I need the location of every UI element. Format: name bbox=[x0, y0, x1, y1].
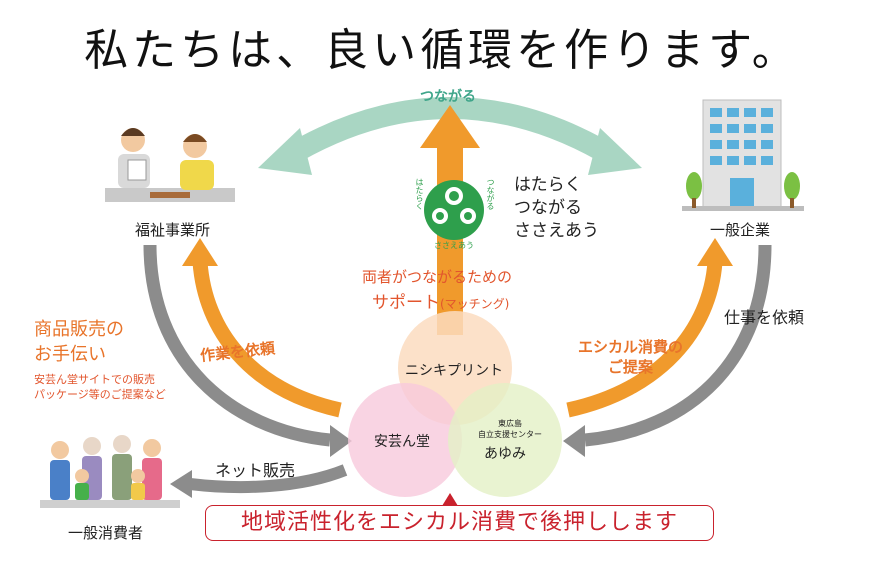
sales-help-line-2: お手伝い bbox=[34, 344, 106, 365]
consumer-label: 一般消費者 bbox=[68, 524, 144, 542]
support-text-2: サポート(マッチング) bbox=[372, 288, 509, 313]
support-text-1: 両者がつながるための bbox=[362, 268, 513, 286]
akigeando-circle bbox=[348, 383, 462, 497]
ayumi-circle bbox=[448, 383, 562, 497]
company-building-icon bbox=[682, 99, 804, 211]
connect-label: つながる bbox=[420, 89, 476, 105]
connect-arrow-head-right bbox=[588, 128, 642, 175]
logo-ring-left: はたらく bbox=[415, 178, 424, 210]
work-request-left-arrow bbox=[192, 261, 342, 418]
sales-help-note-1: 安芸ん堂サイトでの販売 bbox=[34, 373, 155, 386]
support-sub: (マッチング) bbox=[440, 297, 510, 311]
consumers-illustration bbox=[40, 435, 180, 508]
welfare-office-label: 福祉事業所 bbox=[135, 221, 211, 239]
ayumi-sub-2: 自立支援センター bbox=[478, 430, 542, 439]
company-to-ayumi-arrow bbox=[584, 244, 772, 447]
support-arrow-head bbox=[420, 105, 480, 148]
ethical-proposal-label: エシカル消費の ご提案 bbox=[578, 337, 683, 377]
sales-help-note-2: パッケージ等のご提案など bbox=[34, 388, 166, 401]
logo-tagline: はたらく つながる ささえあう bbox=[514, 174, 599, 243]
page-title: 私たちは、良い循環を作ります。 bbox=[84, 25, 800, 76]
ethical-proposal-arrow bbox=[566, 261, 723, 418]
ethical-line-1: エシカル消費の bbox=[578, 338, 684, 356]
welfare-workers-illustration bbox=[105, 128, 235, 202]
work-request-right-label: 仕事を依頼 bbox=[724, 308, 805, 327]
hataraku-logo-icon bbox=[424, 180, 484, 240]
tagline-line-1: はたらく bbox=[514, 175, 582, 195]
slogan-text: 地域活性化をエシカル消費で後押しします bbox=[240, 510, 678, 535]
sales-help-line-1: 商品販売の bbox=[34, 319, 124, 340]
ayumi-sub-1: 東広島 bbox=[498, 419, 522, 428]
support-arrow-shaft bbox=[437, 145, 463, 335]
ethical-line-2: ご提案 bbox=[608, 358, 654, 376]
tagline-line-2: つながる bbox=[514, 198, 582, 218]
slogan-banner: 地域活性化をエシカル消費で後押しします bbox=[205, 505, 714, 541]
logo-ring-right: つながる bbox=[486, 178, 495, 210]
support-main: サポート bbox=[372, 293, 440, 313]
akigeando-label: 安芸ん堂 bbox=[374, 434, 430, 450]
welfare-to-akigeando-arrow bbox=[143, 244, 331, 447]
ayumi-sub-label: 東広島 自立支援センター bbox=[470, 418, 550, 440]
sales-help-notes: 安芸ん堂サイトでの販売 パッケージ等のご提案など bbox=[34, 372, 166, 402]
connect-arrow-head-left bbox=[258, 128, 312, 175]
company-label: 一般企業 bbox=[710, 221, 771, 239]
logo-ring-bottom: ささえあう bbox=[434, 241, 474, 250]
net-sales-arrow bbox=[189, 464, 348, 494]
ayumi-label: あゆみ bbox=[484, 446, 526, 462]
sales-help-heading: 商品販売の お手伝い bbox=[34, 317, 124, 367]
net-sales-label: ネット販売 bbox=[215, 461, 296, 480]
nishiki-print-label: ニシキプリント bbox=[405, 363, 503, 379]
tagline-line-3: ささえあう bbox=[514, 221, 599, 241]
